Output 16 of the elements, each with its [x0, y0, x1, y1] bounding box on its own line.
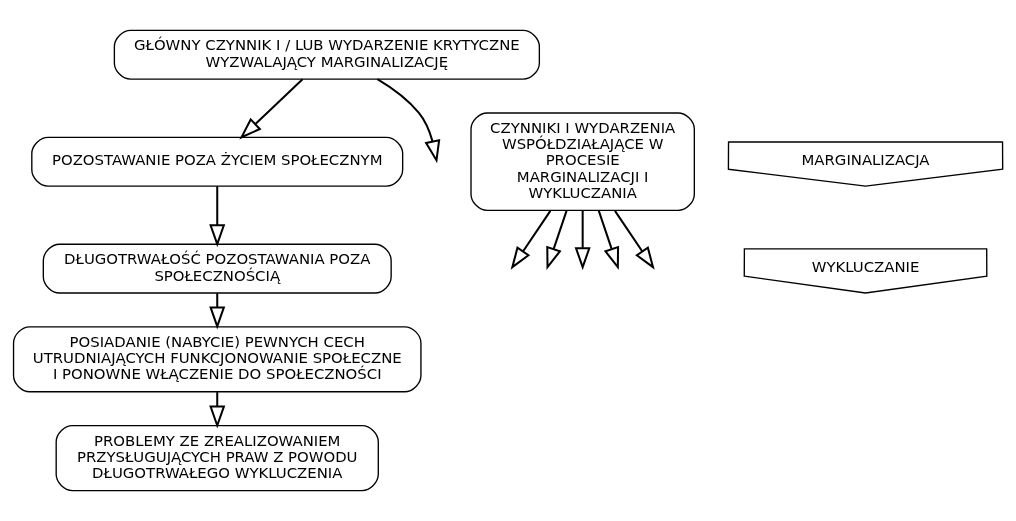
arrow	[209, 186, 226, 248]
node-box: GŁÓWNY CZYNNIK I / LUB WYDARZENIE KRYTYCZNE WYZWALAJĄCY MARGINALIZACJĘ	[113, 29, 541, 80]
arrow	[597, 210, 620, 271]
node-box: POZOSTAWANIE POZA ŻYCIEM SPOŁECZNYM	[31, 136, 404, 187]
arrow	[376, 78, 441, 164]
node-box: PROBLEMY ZE ZREALIZOWANIEM PRZYSŁUGUJĄCYCH PRAW Z POWODU DŁUGOTRWAŁEGO WYKLUCZENIA	[55, 424, 379, 492]
arrow	[239, 78, 304, 140]
node-box: CZYNNIKI I WYDARZENIA WSPÓŁDZIAŁAJĄCE W PROCESIE MARGINALIZACJI I WYKLUCZANIA	[470, 112, 695, 212]
node-box: POSIADANIE (NABYCIE) PEWNYCH CECH UTRUDNIAJĄCYCH FUNKCJONOWANIE SPOŁECZNE I PONOWNE WŁĄCZENIE DO SPOŁECZNOŚCI	[12, 326, 422, 393]
arrow	[209, 293, 226, 330]
arrow	[614, 210, 655, 270]
arrow	[209, 392, 226, 429]
arrow	[546, 210, 568, 271]
arrow	[574, 210, 591, 271]
arrow	[510, 210, 552, 270]
node-box: DŁUGOTRWAŁOŚĆ POZOSTAWANIA POZA SPOŁECZNOŚCIĄ	[42, 243, 392, 294]
